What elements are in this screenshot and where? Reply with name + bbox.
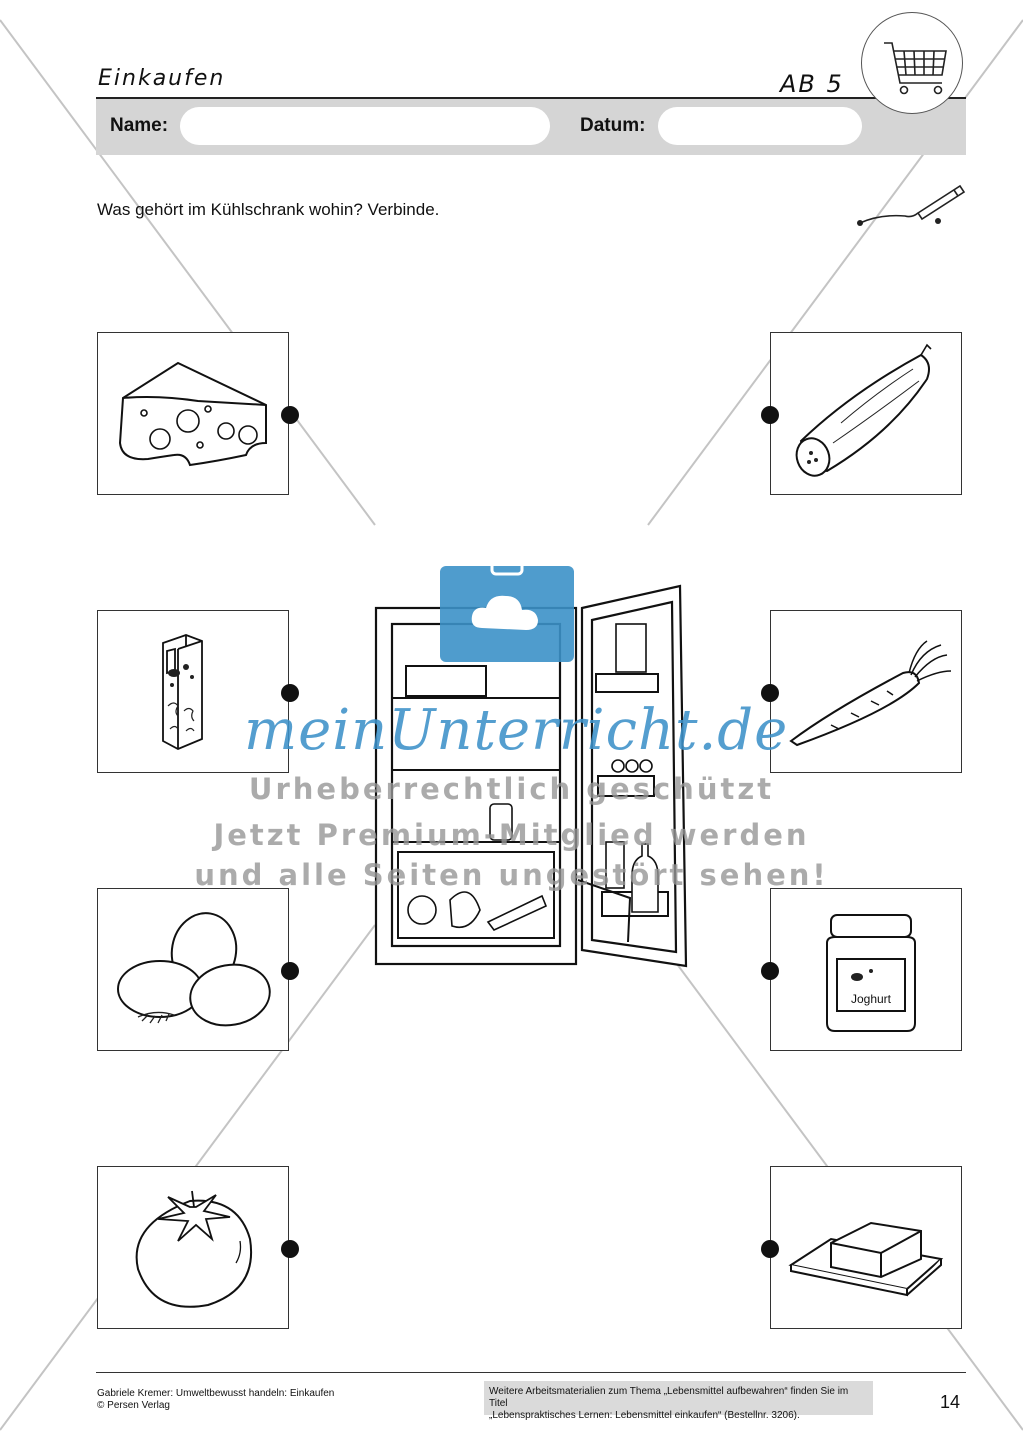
card-butter xyxy=(770,1166,962,1329)
footer-publisher: © Persen Verlag xyxy=(97,1400,170,1411)
watermark-copyright: Urheberrechtlich geschützt xyxy=(248,772,775,806)
watermark-domain: meinUnterricht.de xyxy=(244,698,789,763)
watermark-premium: Jetzt Premium-Mitglied werden xyxy=(213,818,810,852)
footer-info-box: Weitere Arbeitsmaterialien zum Thema „Le… xyxy=(484,1381,873,1421)
shopping-cart-badge xyxy=(861,12,963,114)
cheese-icon xyxy=(118,361,267,467)
cucumber-icon xyxy=(795,343,932,477)
pencil-icon xyxy=(857,184,966,226)
card-cucumber xyxy=(770,332,962,495)
card-cheese xyxy=(97,332,289,495)
open-fridge-icon xyxy=(374,584,688,968)
name-date-bar: Name: Datum: xyxy=(96,99,966,155)
page-number: 14 xyxy=(940,1392,961,1412)
connect-dot-carrot[interactable] xyxy=(761,684,779,702)
footer-credits: Gabriele Kremer: Umweltbewusst handeln: … xyxy=(97,1388,334,1412)
footer-divider xyxy=(96,1372,966,1373)
watermark-logo xyxy=(440,558,574,662)
footer-author: Gabriele Kremer: Umweltbewusst handeln: … xyxy=(97,1388,335,1399)
card-milk xyxy=(97,610,289,773)
card-yogurt: Joghurt xyxy=(770,888,962,1051)
connect-dot-eggs[interactable] xyxy=(281,962,299,980)
tomato-icon xyxy=(135,1190,253,1308)
card-tomato xyxy=(97,1166,289,1329)
footer-info-line2: „Lebenspraktisches Lernen: Lebensmittel … xyxy=(489,1410,800,1421)
connect-dot-yogurt[interactable] xyxy=(761,962,779,980)
milk-carton-icon xyxy=(162,634,203,750)
name-field[interactable] xyxy=(180,107,550,145)
sheet-number: AB 5 xyxy=(780,70,844,98)
card-eggs xyxy=(97,888,289,1051)
watermark-view-all: und alle Seiten ungestört sehen! xyxy=(194,858,829,892)
connect-dot-cucumber[interactable] xyxy=(761,406,779,424)
carrot-icon xyxy=(789,640,952,747)
connect-dot-butter[interactable] xyxy=(761,1240,779,1258)
header-divider xyxy=(96,97,966,99)
worksheet-title: Einkaufen xyxy=(98,66,226,91)
connect-dot-tomato[interactable] xyxy=(281,1240,299,1258)
shopping-cart-icon xyxy=(884,42,947,95)
footer-info-line1: Weitere Arbeitsmaterialien zum Thema „Le… xyxy=(489,1386,849,1409)
connect-dot-cheese[interactable] xyxy=(281,406,299,424)
cloud-briefcase-icon xyxy=(471,558,538,630)
yogurt-jar-icon: Joghurt xyxy=(826,914,916,1032)
name-label: Name: xyxy=(110,115,169,136)
eggs-icon xyxy=(117,912,271,1027)
date-field[interactable] xyxy=(658,107,862,145)
butter-icon xyxy=(788,1221,944,1297)
yogurt-label: Joghurt xyxy=(851,992,892,1006)
connect-dot-milk[interactable] xyxy=(281,684,299,702)
date-label: Datum: xyxy=(580,115,646,136)
task-instruction: Was gehört im Kühlschrank wohin? Verbind… xyxy=(97,200,440,219)
card-carrot xyxy=(770,610,962,773)
